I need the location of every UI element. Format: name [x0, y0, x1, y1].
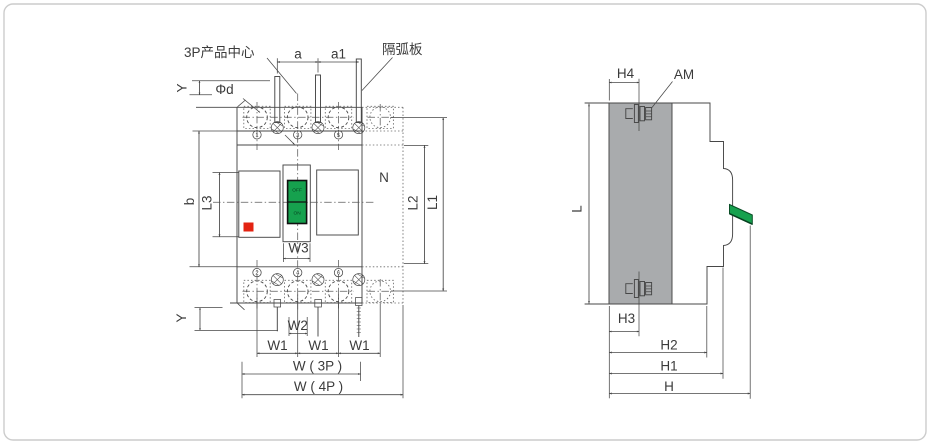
- front-view: 1 3 5 2 4 6 OFF ON N: [174, 42, 447, 399]
- am-leader: [651, 81, 673, 108]
- handle-on-label: ON: [293, 211, 301, 217]
- dim-h4: H4: [617, 66, 635, 81]
- face-plate: OFF ON: [213, 93, 375, 311]
- pole-number: 1: [255, 133, 258, 139]
- dim-w1: W1: [308, 338, 328, 353]
- pole-number: 6: [337, 271, 340, 277]
- dim-h2: H2: [660, 338, 677, 353]
- neutral-pole-label: N: [379, 170, 389, 185]
- handle-recess: [282, 164, 311, 243]
- side-labels: H4 AM L H3 H2 H1 H: [570, 66, 695, 394]
- side-extension-lines: [608, 78, 751, 399]
- dim-w3: W3: [288, 241, 308, 256]
- dim-h3: H3: [618, 311, 635, 326]
- dim-b: b: [182, 198, 197, 206]
- dim-a1: a1: [331, 47, 346, 62]
- dim-a: a: [294, 47, 302, 62]
- pole-number: 5: [337, 133, 340, 139]
- dim-l: L: [570, 205, 585, 213]
- accessory-window-left: [238, 170, 281, 238]
- image-frame: [3, 3, 927, 441]
- toggle-handle: OFF ON: [286, 179, 308, 225]
- dim-w1: W1: [349, 338, 369, 353]
- handle-off-label: OFF: [292, 188, 302, 194]
- dim-w2: W2: [288, 318, 308, 333]
- leader-lines: [242, 57, 393, 145]
- dim-l2: L2: [406, 195, 421, 210]
- center-3p-label: 3P产品中心: [184, 45, 255, 60]
- pole-number: 2: [255, 271, 258, 277]
- dim-w-4p: W ( 4P ): [294, 379, 343, 394]
- dim-l3: L3: [200, 195, 215, 210]
- arc-plate-label: 隔弧板: [382, 42, 423, 57]
- bottom-mounting-screws: [273, 297, 363, 337]
- side-dimension-lines: [588, 81, 751, 395]
- dim-y-top: Y: [175, 83, 190, 92]
- dim-y-bottom: Y: [174, 313, 189, 322]
- breaker-base-gray: [608, 102, 673, 305]
- front-labels: 3P产品中心 隔弧板 a a1 Φd Y b L3 W3 L2 L1 Y W2 …: [174, 42, 440, 394]
- front-4p-dotted-outline: [362, 106, 404, 304]
- side-handle: [729, 203, 753, 225]
- arc-barrier-plates: [274, 58, 362, 123]
- dimension-lines: [198, 61, 445, 396]
- am-label: AM: [674, 67, 694, 82]
- dim-phi-d: Φd: [215, 82, 233, 97]
- dim-w1: W1: [267, 338, 287, 353]
- centerlines: [242, 102, 393, 309]
- side-view: H4 AM L H3 H2 H1 H: [570, 66, 753, 399]
- trip-indicator: [243, 222, 254, 232]
- dim-h1: H1: [660, 359, 677, 374]
- dim-w-3p: W ( 3P ): [293, 359, 342, 374]
- dim-h: H: [664, 379, 674, 394]
- pole-number: 4: [296, 271, 300, 277]
- dim-l1: L1: [425, 195, 440, 210]
